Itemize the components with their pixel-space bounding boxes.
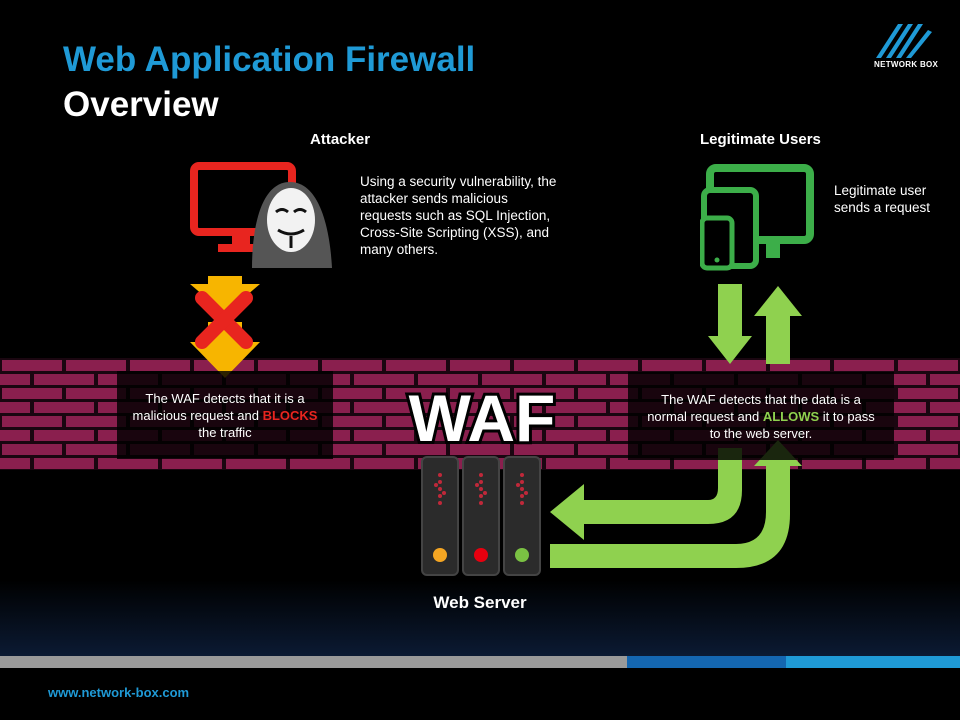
network-box-logo-icon xyxy=(876,24,932,58)
attacker-icon xyxy=(190,162,332,268)
legitimate-users-icon xyxy=(700,164,814,271)
allow-callout: The WAF detects that the data is a norma… xyxy=(628,372,894,460)
logo-text: NETWORK BOX xyxy=(874,60,939,69)
allow-callout-text: The WAF detects that the data is a norma… xyxy=(647,391,861,424)
web-server-icon xyxy=(421,456,541,576)
waf-label-graphic: WAF xyxy=(406,378,559,452)
allow-callout-text-end: it to pass to the web server. xyxy=(709,408,875,441)
status-light-green xyxy=(515,548,529,562)
footer-bar-light-blue xyxy=(786,656,960,668)
blocked-request-arrows xyxy=(190,276,260,378)
blocks-emphasis: BLOCKS xyxy=(262,407,318,423)
allows-emphasis: ALLOWS xyxy=(762,408,820,424)
block-callout-text: The WAF detects that it is a malicious r… xyxy=(132,390,305,423)
footer-url-link[interactable]: www.network-box.com xyxy=(48,685,190,700)
footer-gradient xyxy=(0,580,960,656)
legitimate-users-heading: Legitimate Users xyxy=(700,131,821,148)
waf-label: WAF xyxy=(409,381,556,452)
block-callout-text-end: the traffic xyxy=(198,424,252,440)
web-server-label: Web Server xyxy=(433,593,527,612)
network-box-logo: NETWORK BOX xyxy=(868,20,938,70)
page-subtitle: Overview xyxy=(63,85,219,124)
legitimate-users-description: Legitimate user sends a request xyxy=(834,183,931,215)
attacker-heading: Attacker xyxy=(310,131,371,148)
footer-bar-blue xyxy=(627,656,786,668)
footer-bar-gray xyxy=(0,656,627,668)
attacker-description: Using a security vulnerability, the atta… xyxy=(360,174,557,257)
allowed-request-arrows xyxy=(550,284,802,568)
block-callout: The WAF detects that it is a malicious r… xyxy=(117,371,333,459)
status-light-red xyxy=(474,548,488,562)
status-light-orange xyxy=(433,548,447,562)
page-title: Web Application Firewall xyxy=(63,40,476,79)
block-x-icon xyxy=(195,291,253,349)
